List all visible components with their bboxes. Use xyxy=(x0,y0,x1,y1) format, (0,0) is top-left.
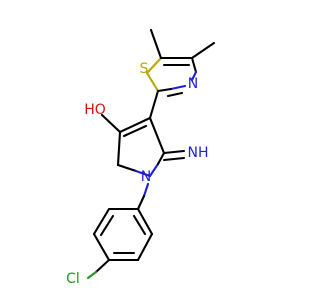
bond-c2-thiazole xyxy=(148,89,160,120)
benzene-bond-6 xyxy=(136,207,154,236)
bond-c2t-s xyxy=(145,71,160,93)
bond-c4t-n xyxy=(190,56,198,74)
bond-s-c5t xyxy=(145,56,163,75)
bond-n-c2t-double xyxy=(166,91,184,98)
bond-c5-c5b xyxy=(156,151,166,166)
bond-c4-n1 xyxy=(116,163,138,173)
benzene-double-3 xyxy=(132,214,147,236)
benzene-bond-5 xyxy=(136,232,154,262)
bond-c5t-methyl xyxy=(149,28,163,60)
bond-n1-aryl-black xyxy=(136,194,146,211)
bond-c4t-n-half xyxy=(190,70,198,82)
bond-c2-c3-double xyxy=(122,124,148,138)
bond-c5-nh-b xyxy=(162,156,186,162)
chlorine-label: Cl xyxy=(66,271,80,287)
bond-c3-c4 xyxy=(116,130,122,167)
bond-c5-nh-a xyxy=(162,149,186,155)
benzene-double-1 xyxy=(99,214,115,237)
bond-n-c2t xyxy=(169,84,187,91)
bond-c2-c3 xyxy=(118,116,152,134)
imine-label: NH xyxy=(188,145,209,161)
bond-aryl-cl-green xyxy=(86,270,98,280)
benzene-bond-3 xyxy=(92,232,111,262)
molecule-canvas: HO NH N N S Cl xyxy=(66,28,216,287)
bond-c3-o xyxy=(100,113,122,134)
thiazole-sulfur-label: S xyxy=(140,61,149,77)
bond-c5-c2 xyxy=(148,116,166,155)
bond-n1-aryl xyxy=(142,182,150,198)
bond-n1-c4-half xyxy=(134,169,152,178)
ring-nitrogen-label: N xyxy=(141,169,151,185)
bond-n-c2t-black xyxy=(156,87,173,93)
thiazole-nitrogen-label: N xyxy=(188,76,198,92)
bond-aryl-cl xyxy=(94,258,111,274)
hydroxyl-label: HO xyxy=(84,102,106,118)
benzene-bond-2 xyxy=(92,207,111,236)
structure-diagram: HO NH N N S Cl xyxy=(66,28,216,287)
bond-c4t-methyl xyxy=(190,41,216,60)
bond-n1-c5 xyxy=(148,162,160,178)
